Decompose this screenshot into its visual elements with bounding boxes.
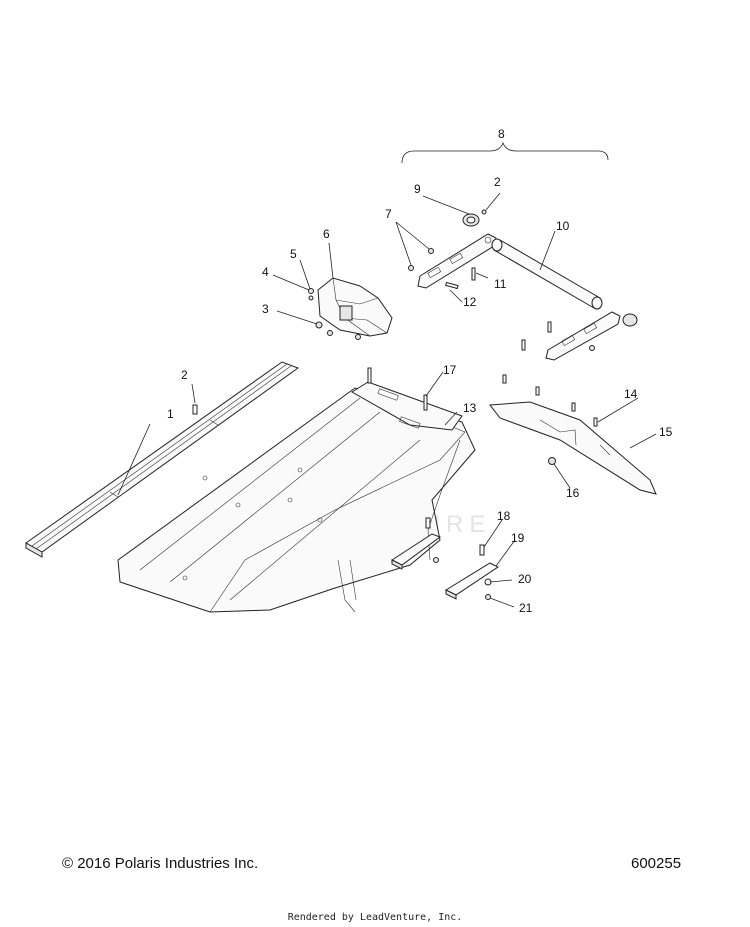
- rendered-by-text: Rendered by LeadVenture, Inc.: [287, 912, 463, 923]
- bolt-part-14c: [571, 402, 576, 412]
- shaft-part-10: [491, 238, 603, 310]
- fastener-part-5: [308, 295, 314, 301]
- plate-part-13: [351, 381, 463, 431]
- bolt-part-14: [593, 417, 598, 427]
- callout-12: 12: [463, 295, 477, 309]
- callout-7: 7: [385, 207, 392, 221]
- callout-15: 15: [659, 425, 673, 439]
- callout-19: 19: [511, 531, 525, 545]
- left-arm-part-8: [417, 233, 497, 289]
- bolt-part-12: [445, 281, 459, 290]
- fastener-part-5b: [327, 330, 333, 336]
- fastener-part-4: [308, 288, 314, 294]
- callout-labels: 1 2 3 4 5 6 7 8 9 2 10 11 12 13 14 15 16…: [167, 127, 673, 615]
- spacer-part-18a: [425, 517, 431, 529]
- callout-21: 21: [519, 601, 533, 615]
- nut-part-21: [485, 594, 491, 600]
- callout-10: 10: [556, 219, 570, 233]
- group-8-bracket: [401, 141, 609, 164]
- tank-part-6: [317, 277, 393, 337]
- bolt-part-14a: [502, 374, 507, 384]
- callout-18: 18: [497, 509, 511, 523]
- right-arm-part-8: [545, 311, 638, 361]
- callout-2: 2: [181, 368, 188, 382]
- callout-1: 1: [167, 407, 174, 421]
- callout-17: 17: [443, 363, 457, 377]
- bolt-part-8-b: [521, 339, 526, 351]
- fastener-part-5c: [355, 334, 361, 340]
- bolt-part-8-a: [547, 321, 552, 333]
- slide-part-19: [444, 562, 499, 600]
- callout-6: 6: [323, 227, 330, 241]
- bolt-part-14b: [535, 386, 540, 396]
- bolt-part-17a: [367, 367, 372, 384]
- rail-part-1: [25, 361, 300, 558]
- spacer-part-18: [479, 544, 485, 556]
- bolt-part-17b: [423, 394, 428, 411]
- bearing-part-9: [462, 213, 480, 227]
- bolt-part-2-top: [481, 209, 487, 215]
- callout-16: 16: [566, 486, 580, 500]
- flap-part-15: [489, 401, 657, 495]
- drawing-number: 600255: [631, 855, 682, 872]
- callout-14: 14: [624, 387, 638, 401]
- callout-2b: 2: [494, 175, 501, 189]
- nut-part-8: [589, 345, 595, 351]
- slide-part-19a: [390, 533, 442, 570]
- washer-part-20a: [433, 557, 439, 563]
- bolt-part-7a: [428, 248, 434, 254]
- callout-4: 4: [262, 265, 269, 279]
- callout-5: 5: [290, 247, 297, 261]
- callout-8: 8: [498, 127, 505, 141]
- callout-13: 13: [463, 401, 477, 415]
- nut-part-16: [548, 457, 556, 465]
- callout-9: 9: [414, 182, 421, 196]
- bolt-part-7b: [408, 265, 414, 271]
- fastener-part-3: [315, 321, 323, 329]
- copyright-text: © 2016 Polaris Industries Inc.: [62, 855, 259, 872]
- callout-3: 3: [262, 302, 269, 316]
- bolt-part-2-rail: [192, 404, 198, 415]
- bolt-part-11: [471, 267, 476, 281]
- callout-20: 20: [518, 572, 532, 586]
- callout-11: 11: [494, 277, 507, 291]
- leader-lines: [117, 192, 657, 608]
